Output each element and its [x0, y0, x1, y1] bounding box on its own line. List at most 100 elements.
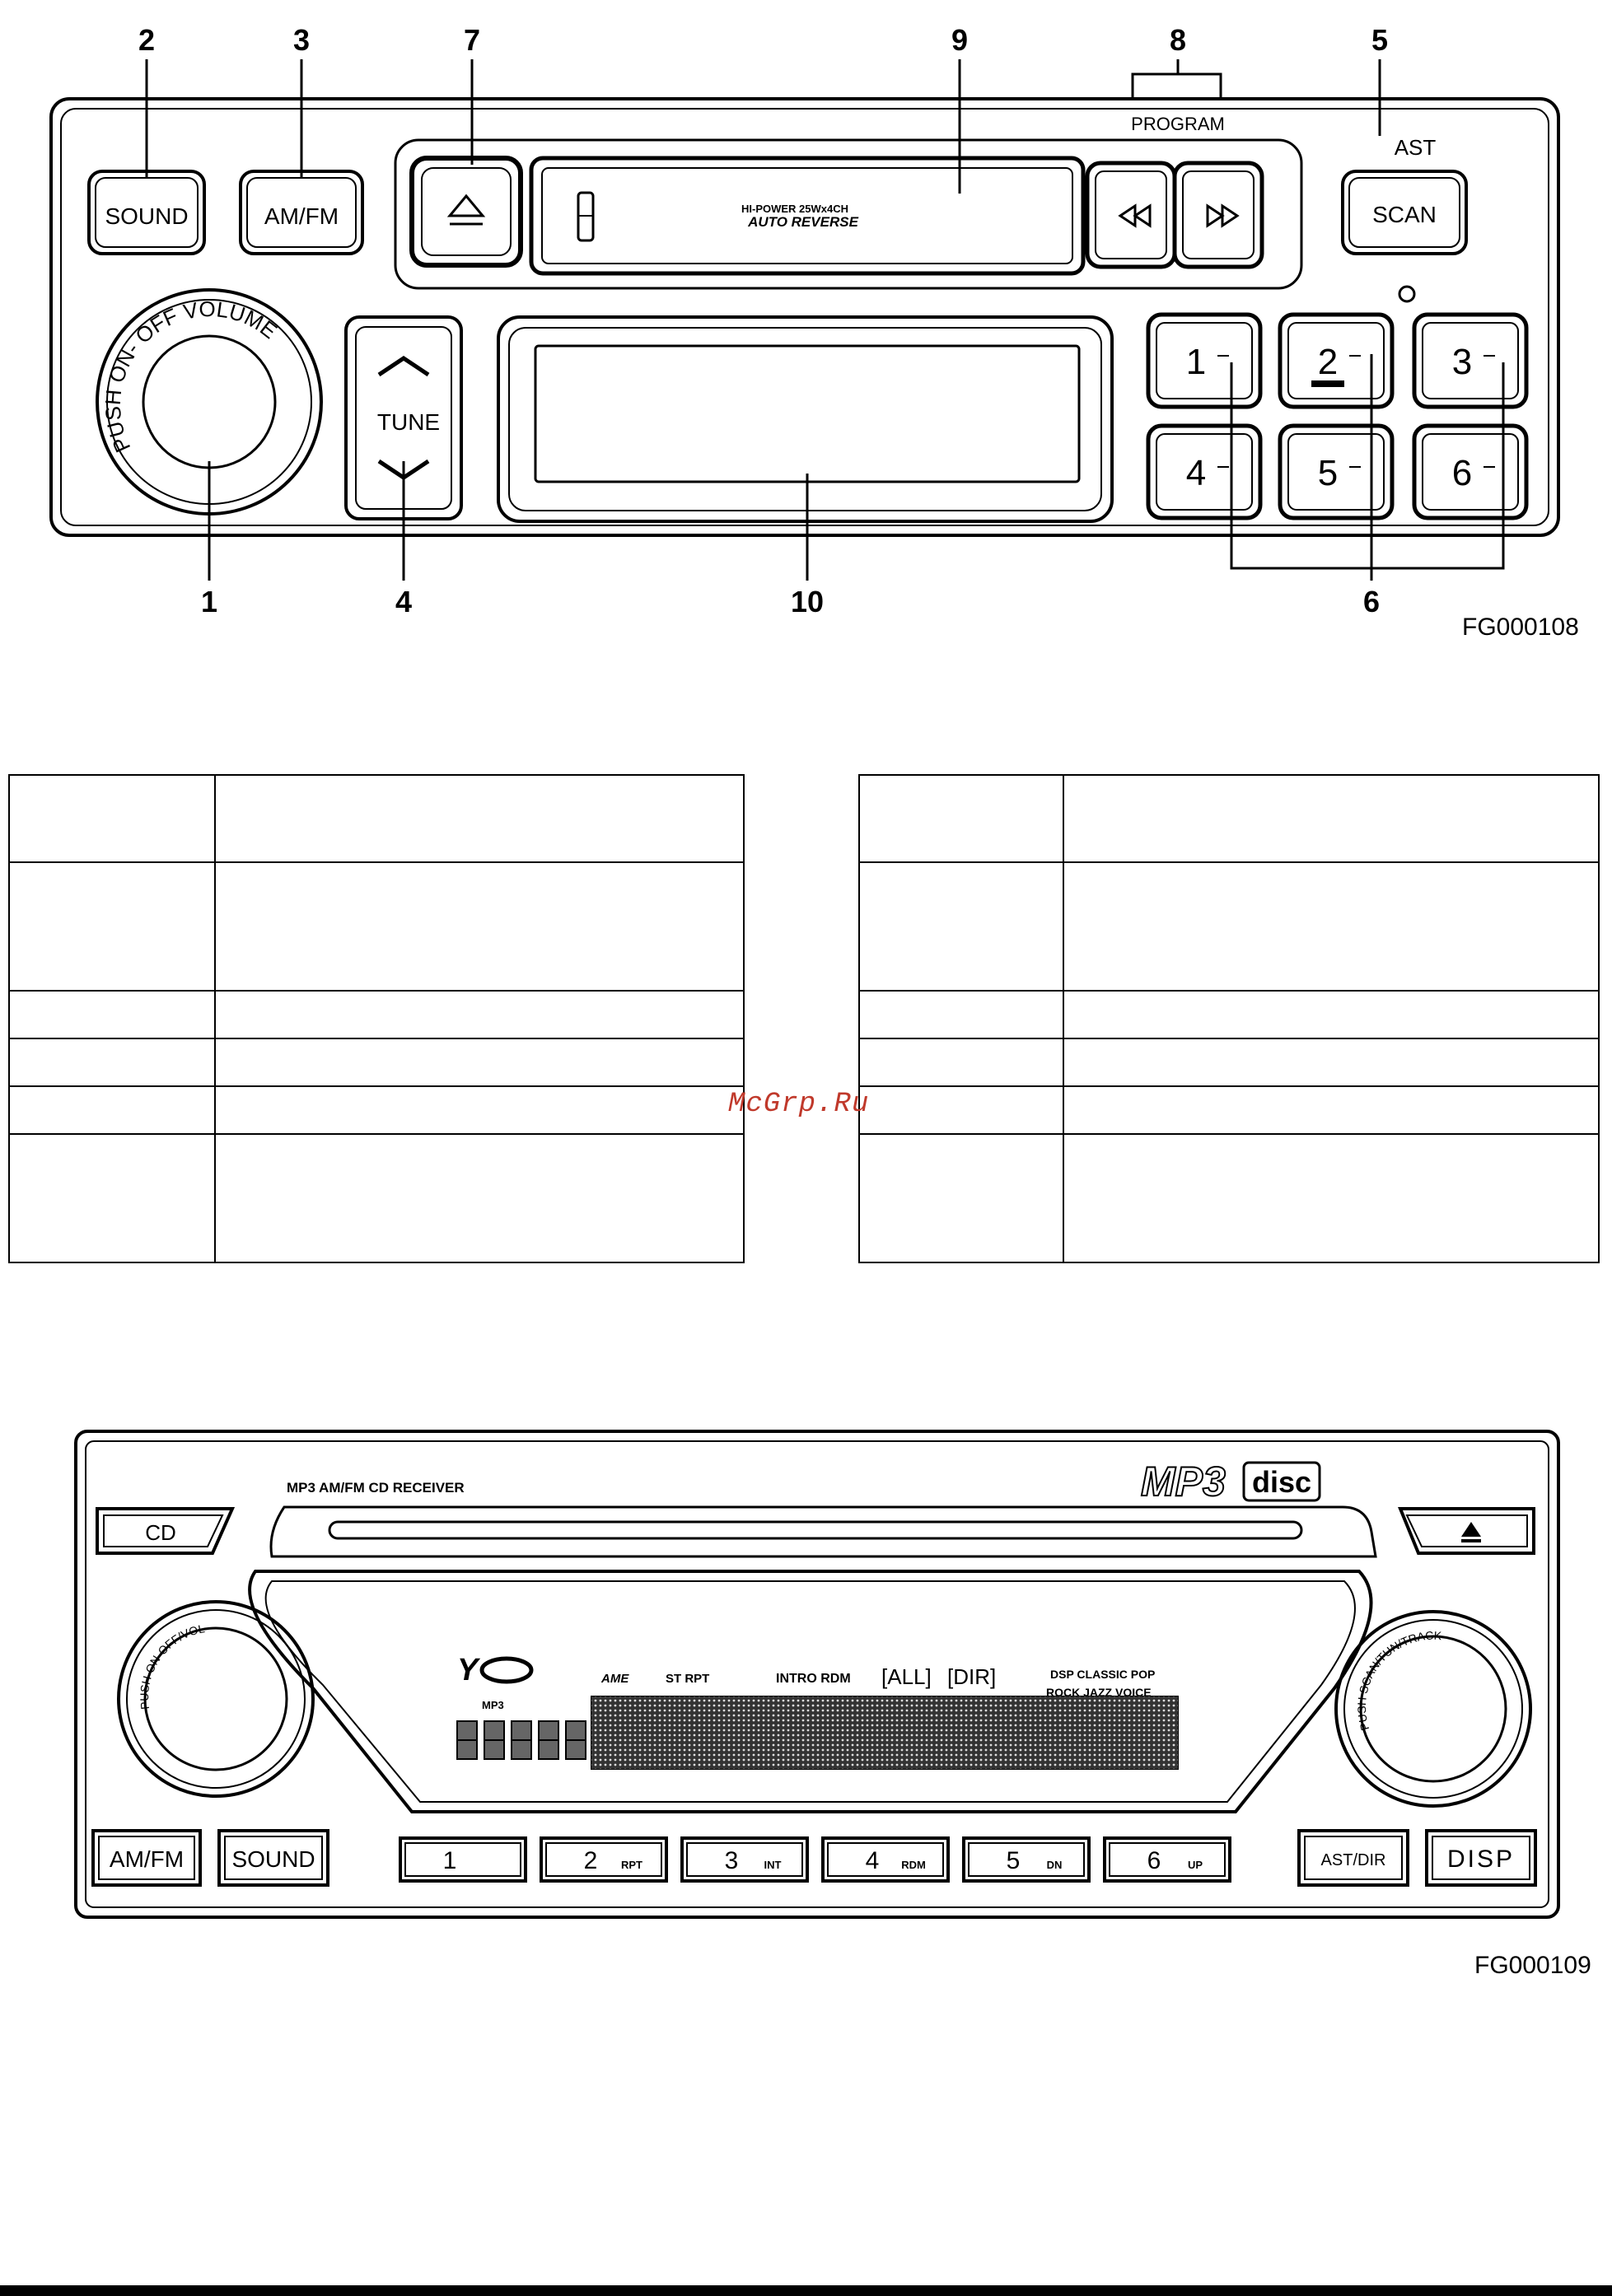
callout-9: 9 [951, 23, 969, 57]
eject-icon [446, 194, 486, 217]
segment-digits [456, 1720, 586, 1760]
table-cell [1063, 1133, 1600, 1263]
fast-forward-button[interactable] [1172, 161, 1264, 269]
table-cell [8, 861, 216, 992]
st-rpt-indicator: ST RPT [666, 1672, 709, 1686]
table-cell [858, 1038, 1064, 1087]
cd-preset-button-6[interactable]: 6 UP [1103, 1836, 1231, 1883]
callout-7: 7 [463, 23, 481, 57]
cd-preset-sub: RPT [621, 1859, 642, 1871]
preset-button-4[interactable]: 4 [1146, 423, 1263, 520]
table-row [8, 1085, 745, 1135]
callout-6: 6 [1362, 585, 1381, 618]
eject-button-cd[interactable] [1398, 1507, 1535, 1555]
cd-preset-number: 2 [584, 1847, 598, 1874]
cd-preset-number: 4 [866, 1847, 880, 1874]
table-cell [214, 1085, 745, 1135]
table-cell [858, 990, 1064, 1039]
cd-label: CD [145, 1520, 176, 1545]
volume-knob-cd[interactable]: PUSH ON-OFF/VOL [117, 1600, 315, 1798]
preset-button-1[interactable]: 1 [1146, 312, 1263, 409]
am-fm-button-cd[interactable]: AM/FM [91, 1829, 202, 1887]
callout-1: 1 [200, 585, 218, 618]
program-label: PROGRAM [1131, 114, 1225, 134]
table-cell [214, 1038, 745, 1087]
sound-cd-label: SOUND [231, 1846, 315, 1872]
table-cell [1063, 774, 1600, 863]
preset-button-2[interactable]: 2 [1278, 312, 1395, 409]
table-cell [858, 1133, 1064, 1263]
callout-3: 3 [292, 23, 311, 57]
tune-up-icon [377, 355, 430, 377]
svg-text:MP3: MP3 [1141, 1458, 1226, 1505]
mp3-logo: MP3 [1140, 1458, 1227, 1505]
table-row [8, 1133, 745, 1263]
table-cell [858, 774, 1064, 863]
preset-button-5[interactable]: 5 [1278, 423, 1395, 520]
tune-label: TUNE [377, 409, 440, 435]
disc-logo: disc [1242, 1461, 1321, 1502]
rewind-button[interactable] [1085, 161, 1177, 269]
table-row [858, 1085, 1600, 1135]
am-fm-button[interactable]: AM/FM [239, 170, 364, 255]
table-cell [8, 774, 216, 863]
cd-preset-button-2[interactable]: 2 RPT [540, 1836, 668, 1883]
scan-label: SCAN [1372, 202, 1437, 227]
callout-4: 4 [395, 585, 413, 618]
table-row [858, 1133, 1600, 1263]
preset-button-3[interactable]: 3 [1412, 312, 1529, 409]
volume-knob-label: PUSH ON- OFF VOLUME [100, 296, 282, 456]
sound-button[interactable]: SOUND [87, 170, 206, 255]
disp-button[interactable]: DISP [1425, 1829, 1537, 1887]
preset-button-6[interactable]: 6 [1412, 423, 1529, 520]
ast-dir-button[interactable]: AST/DIR [1297, 1829, 1409, 1887]
watermark: McGrp.Ru [728, 1089, 870, 1120]
table-cell [8, 1085, 216, 1135]
cassette-line-1: HI-POWER 25Wx4CH [741, 203, 848, 215]
indicator-led [1398, 285, 1416, 303]
cd-preset-number: 6 [1147, 1847, 1161, 1874]
am-fm-label: AM/FM [264, 203, 339, 229]
scan-tune-knob[interactable]: PUSH SCAN/TUN/TRACK [1334, 1610, 1532, 1808]
preset-label: 2 [1318, 342, 1338, 382]
table-row [858, 990, 1600, 1039]
table-row [8, 774, 745, 863]
cd-preset-sub: UP [1188, 1859, 1203, 1871]
dir-indicator: [DIR] [947, 1664, 996, 1689]
mp3-indicator: MP3 [482, 1699, 504, 1711]
receiver-title: MP3 AM/FM CD RECEIVER [287, 1480, 465, 1496]
sound-label: SOUND [105, 203, 188, 229]
preset-label: 3 [1452, 342, 1472, 382]
eject-button[interactable] [409, 156, 523, 268]
cd-preset-button-1[interactable]: 1 [399, 1836, 527, 1883]
y-symbol: Y [457, 1653, 481, 1687]
table-cell [214, 1133, 745, 1263]
cassette-line-2: AUTO REVERSE [747, 214, 858, 230]
preset-label: 1 [1186, 342, 1206, 382]
cd-preset-number: 5 [1007, 1847, 1021, 1874]
table-cell [858, 1085, 1064, 1135]
disc-slot [269, 1505, 1377, 1558]
table-row [858, 1038, 1600, 1087]
tune-rocker[interactable]: TUNE [344, 315, 463, 520]
callout-10: 10 [790, 585, 825, 618]
table-cell [214, 861, 745, 992]
preset-label: 6 [1452, 453, 1472, 493]
cassette-radio-drawing: SOUND AM/FM HI-POWER 25Wx4CH AUTO REVERS… [49, 59, 1560, 581]
scan-button[interactable]: SCAN [1341, 170, 1468, 255]
table-cell [8, 1038, 216, 1087]
sound-button-cd[interactable]: SOUND [217, 1829, 329, 1887]
cd-icon [479, 1656, 534, 1684]
cd-display-bezel [248, 1570, 1373, 1813]
ame-indicator: AME [600, 1672, 629, 1686]
cassette-door[interactable]: HI-POWER 25Wx4CH AUTO REVERSE [529, 156, 1086, 276]
cd-button[interactable]: CD [96, 1507, 236, 1555]
table-row [8, 861, 745, 992]
callout-8: 8 [1169, 23, 1187, 57]
ast-label: AST [1395, 135, 1437, 160]
